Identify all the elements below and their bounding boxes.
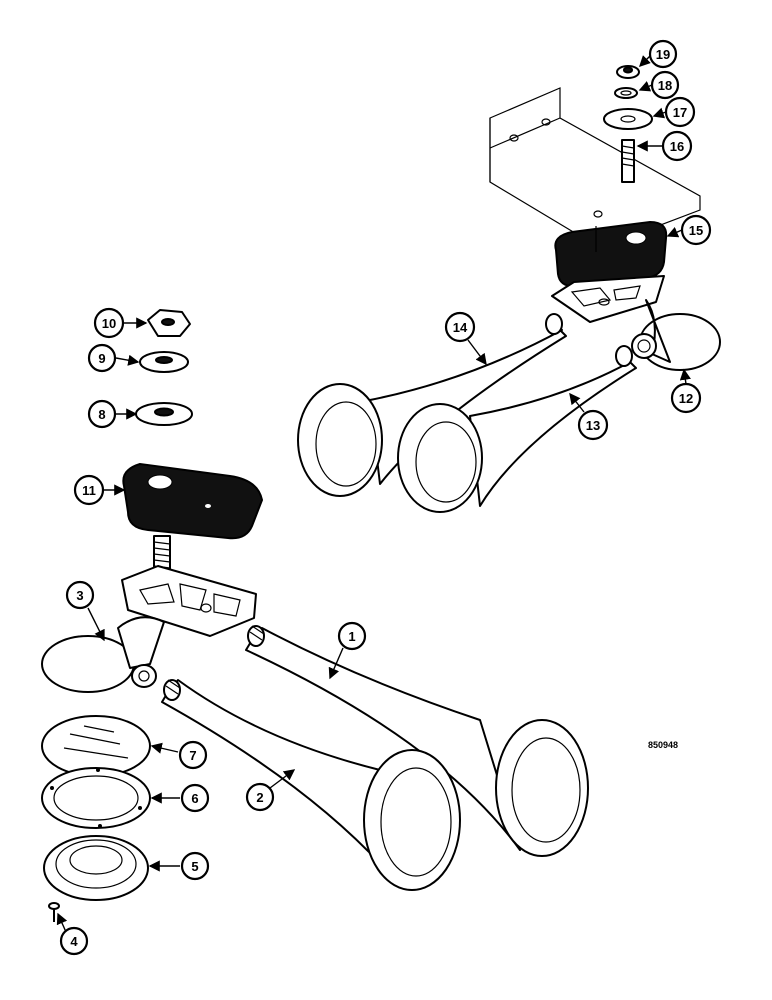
callout-16-label: 16 bbox=[670, 139, 684, 154]
callout-13-label: 13 bbox=[586, 418, 600, 433]
upper-lock-washer bbox=[614, 87, 638, 99]
upper-stud bbox=[621, 139, 635, 183]
callout-8: 8 bbox=[87, 399, 117, 429]
callout-10: 10 bbox=[93, 307, 125, 339]
lower-flat-washer bbox=[135, 402, 193, 426]
callout-5: 5 bbox=[180, 851, 210, 881]
callout-18-label: 18 bbox=[658, 78, 672, 93]
callout-8-label: 8 bbox=[98, 407, 105, 422]
callout-9: 9 bbox=[87, 343, 117, 373]
callout-15: 15 bbox=[680, 214, 712, 246]
diaphragm-ring bbox=[41, 767, 151, 829]
callout-1-label: 1 bbox=[348, 629, 355, 644]
callout-2-label: 2 bbox=[256, 790, 263, 805]
upper-flat-washer bbox=[603, 108, 653, 130]
callout-6: 6 bbox=[180, 783, 210, 813]
lower-horn-body bbox=[41, 535, 257, 693]
mounting-bracket bbox=[489, 87, 701, 249]
lower-trumpet-long bbox=[245, 625, 589, 857]
cover-screw bbox=[48, 902, 60, 922]
lower-nut bbox=[147, 309, 191, 337]
callout-5-label: 5 bbox=[191, 859, 198, 874]
callout-12: 12 bbox=[670, 382, 702, 414]
callout-11: 11 bbox=[73, 474, 105, 506]
callout-4-label: 4 bbox=[70, 934, 78, 949]
callout-3: 3 bbox=[65, 580, 95, 610]
callout-7-label: 7 bbox=[189, 748, 196, 763]
upper-trumpet-short bbox=[397, 345, 637, 513]
callout-3-label: 3 bbox=[76, 588, 83, 603]
callout-17-label: 17 bbox=[673, 105, 687, 120]
diaphragm-cover bbox=[43, 835, 149, 901]
figure-reference-number: 850948 bbox=[648, 740, 679, 750]
callout-10-label: 10 bbox=[102, 316, 116, 331]
callout-18: 18 bbox=[650, 70, 680, 100]
upper-nut bbox=[616, 65, 640, 79]
leader-lines bbox=[56, 55, 691, 933]
callout-11-label: 11 bbox=[82, 483, 96, 498]
callout-15-label: 15 bbox=[689, 223, 703, 238]
lower-trumpet-short bbox=[161, 679, 461, 891]
callout-19-label: 19 bbox=[656, 47, 670, 62]
callout-9-label: 9 bbox=[98, 351, 105, 366]
callout-14: 14 bbox=[444, 311, 476, 343]
callout-2: 2 bbox=[245, 782, 275, 812]
callout-19: 19 bbox=[648, 39, 678, 69]
upper-horn-body bbox=[551, 275, 721, 371]
callout-4: 4 bbox=[59, 926, 89, 956]
callout-13: 13 bbox=[577, 409, 609, 441]
lower-lock-washer bbox=[139, 351, 189, 373]
callout-12-label: 12 bbox=[679, 391, 693, 406]
callout-1: 1 bbox=[337, 621, 367, 651]
callout-6-label: 6 bbox=[191, 791, 198, 806]
callout-17: 17 bbox=[664, 96, 696, 128]
callout-14-label: 14 bbox=[453, 320, 468, 335]
callout-7: 7 bbox=[178, 740, 208, 770]
callout-16: 16 bbox=[661, 130, 693, 162]
lower-gasket bbox=[122, 462, 264, 540]
